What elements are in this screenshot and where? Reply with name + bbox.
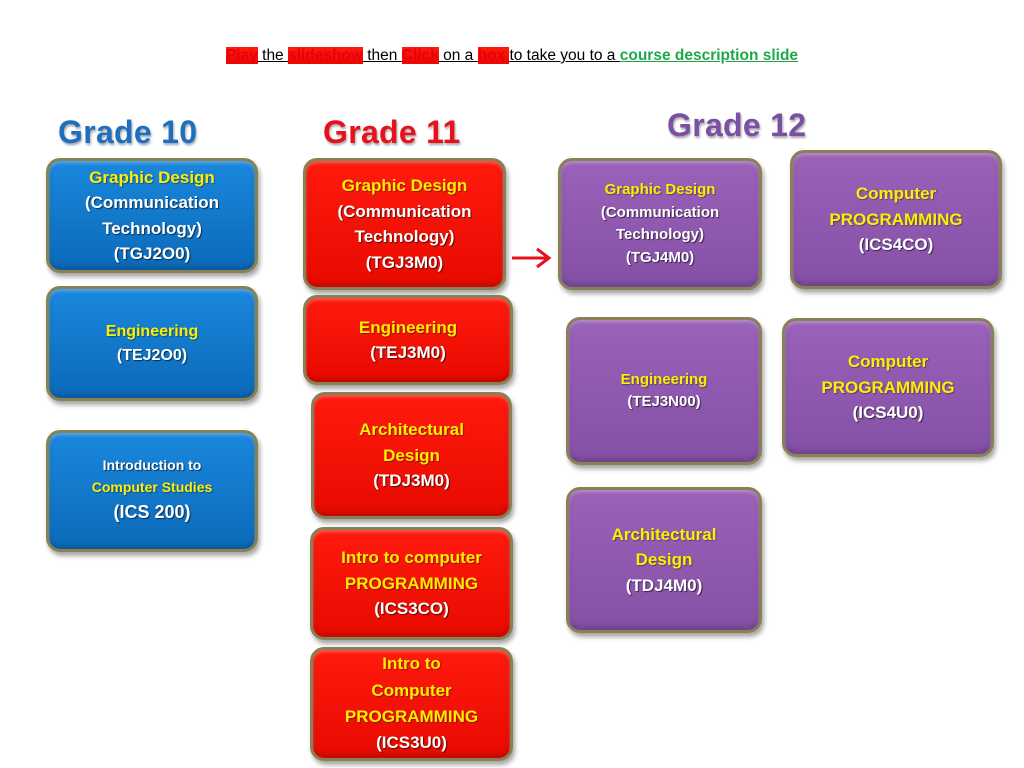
course-title: Computer (855, 184, 937, 204)
right-arrow-icon (512, 247, 552, 269)
course-code: (TGJ4M0) (625, 248, 695, 266)
instruction-box: box (477, 47, 510, 64)
course-box-tdj4m0[interactable]: Architectural Design (TDJ4M0) (566, 487, 762, 633)
course-title: PROGRAMMING (344, 573, 479, 593)
instruction-slideshow: slideshow (288, 47, 363, 64)
course-title: PROGRAMMING (821, 377, 955, 397)
course-title: Introduction to (102, 457, 202, 474)
course-title: Engineering (105, 322, 199, 340)
grade-12-heading: Grade 12 (667, 107, 807, 143)
instruction-click: Click (401, 47, 439, 64)
course-title: Architectural (611, 524, 717, 544)
course-code: (ICS4CO) (858, 235, 934, 255)
course-code: (ICS4U0) (852, 403, 924, 423)
course-subtitle: (Communication (600, 203, 720, 221)
course-code: (TDJ4M0) (625, 575, 703, 595)
course-code: (ICS3CO) (374, 599, 449, 619)
course-subtitle: (Communication (337, 201, 472, 221)
course-box-tgj4m0[interactable]: Graphic Design (Communication Technology… (558, 158, 762, 290)
course-code: (TEJ3N00) (627, 393, 701, 410)
course-subtitle: Technology) (354, 227, 455, 246)
course-box-ics200[interactable]: Introduction to Computer Studies (ICS 20… (46, 430, 258, 552)
course-title: Engineering (358, 317, 458, 337)
course-title: Graphic Design (341, 176, 468, 195)
instruction-text: then (362, 47, 402, 64)
instruction-text: to take you to a (509, 47, 620, 64)
course-box-tej3n00[interactable]: Engineering (TEJ3N00) (566, 317, 762, 465)
course-subtitle: (Communication (84, 193, 220, 212)
course-title: Intro to (382, 654, 441, 674)
course-code: (TEJ2O0) (116, 346, 188, 364)
course-code: (TDJ3M0) (373, 471, 450, 491)
course-title: Graphic Design (89, 167, 215, 187)
course-code: (TGJ2O0) (113, 244, 191, 263)
course-box-tdj3m0[interactable]: Architectural Design (TDJ3M0) (311, 392, 512, 519)
course-box-tej3m0[interactable]: Engineering (TEJ3M0) (303, 295, 513, 385)
course-code: (ICS 200) (113, 501, 191, 522)
course-code: (TGJ3M0) (365, 252, 444, 272)
instruction-course-description: course description slide (619, 47, 799, 64)
course-title: Computer (847, 352, 929, 372)
course-title: Computer Studies (91, 479, 213, 496)
course-box-ics3co[interactable]: Intro to computer PROGRAMMING (ICS3CO) (310, 527, 513, 640)
course-title: Engineering (620, 370, 708, 388)
course-box-tej2o0[interactable]: Engineering (TEJ2O0) (46, 286, 258, 401)
course-subtitle: Technology) (102, 218, 202, 238)
instruction-text: on a (438, 47, 478, 64)
course-title: Graphic Design (604, 181, 716, 198)
course-box-ics3u0[interactable]: Intro to Computer PROGRAMMING (ICS3U0) (310, 647, 513, 761)
course-title: PROGRAMMING (829, 209, 963, 229)
course-title: PROGRAMMING (344, 707, 479, 726)
course-code: (ICS3U0) (376, 733, 447, 753)
instruction-play: Play (225, 47, 258, 64)
instruction-text: the (257, 47, 288, 64)
course-title: Design (383, 445, 440, 465)
course-title: Intro to computer (341, 548, 482, 568)
course-box-tgj3m0[interactable]: Graphic Design (Communication Technology… (303, 158, 506, 290)
grade-11-heading: Grade 11 (323, 114, 461, 150)
course-title: Architectural (359, 420, 464, 440)
instruction-line: Play the slideshow then Click on a box t… (0, 47, 1024, 65)
course-box-ics4u0[interactable]: Computer PROGRAMMING (ICS4U0) (782, 318, 994, 457)
course-subtitle: Technology) (615, 226, 705, 243)
course-title: Computer (371, 680, 452, 700)
course-title: Design (635, 550, 693, 570)
course-code: (TEJ3M0) (370, 343, 446, 362)
course-box-tgj2o0[interactable]: Graphic Design (Communication Technology… (46, 158, 258, 273)
grade-10-heading: Grade 10 (58, 114, 198, 150)
course-box-ics4co[interactable]: Computer PROGRAMMING (ICS4CO) (790, 150, 1002, 289)
